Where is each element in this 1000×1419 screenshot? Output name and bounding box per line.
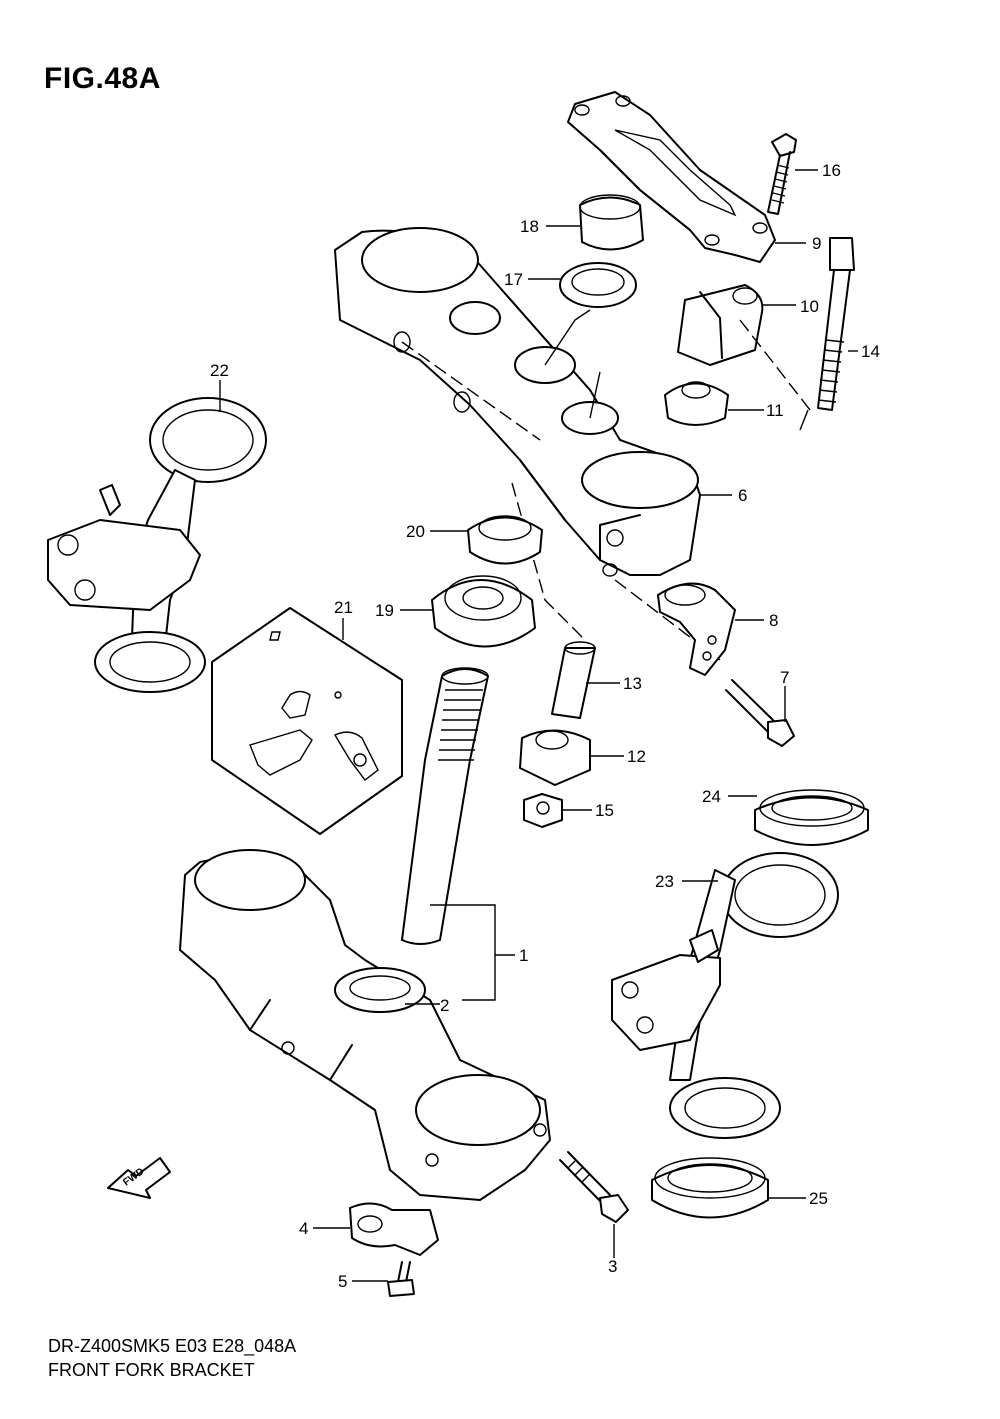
- callout-4: 4: [299, 1219, 308, 1238]
- callout-19: 19: [375, 601, 394, 620]
- callout-2: 2: [440, 996, 449, 1015]
- callout-15: 15: [595, 801, 614, 820]
- part-8-bracket: [657, 582, 736, 676]
- callout-24: 24: [702, 787, 721, 806]
- callout-23: 23: [655, 872, 674, 891]
- part-11-cushion: [664, 381, 729, 426]
- part-19-bearing: [431, 575, 536, 648]
- part-25-seal: [651, 1157, 769, 1219]
- part-15-nut: [523, 793, 563, 828]
- figure-title: FIG.48A: [44, 62, 161, 95]
- part-7-bolt: [725, 679, 795, 747]
- callout-5: 5: [338, 1272, 347, 1291]
- fwd-arrow-icon: FWD: [107, 1157, 171, 1199]
- callout-6: 6: [738, 486, 747, 505]
- callout-14: 14: [861, 342, 880, 361]
- callout-16: 16: [822, 161, 841, 180]
- callout-25: 25: [809, 1189, 828, 1208]
- callout-12: 12: [627, 747, 646, 766]
- part-20-nut: [467, 515, 543, 565]
- part-21-lock-set: [211, 607, 403, 835]
- part-10-bush: [677, 284, 764, 366]
- callout-1: 1: [519, 946, 528, 965]
- part-6-upper-bracket: [334, 227, 701, 577]
- part-17-washer: [559, 262, 637, 308]
- callout-17: 17: [504, 270, 523, 289]
- part-name: FRONT FORK BRACKET: [48, 1360, 255, 1380]
- callout-21: 21: [334, 598, 353, 617]
- part-13-collar: [551, 641, 596, 719]
- callout-9: 9: [812, 234, 821, 253]
- part-22-bracket: [47, 397, 267, 693]
- part-9-upper-bracket: [567, 91, 776, 263]
- part-16-bolt: [767, 133, 797, 215]
- callout-8: 8: [769, 611, 778, 630]
- part-18-cap: [579, 194, 644, 251]
- callout-13: 13: [623, 674, 642, 693]
- part-4-clamp: [349, 1202, 439, 1256]
- callout-7: 7: [780, 668, 789, 687]
- callout-10: 10: [800, 297, 819, 316]
- part-5-screw: [387, 1261, 415, 1297]
- callout-3: 3: [608, 1257, 617, 1276]
- part-3-bolt: [559, 1151, 629, 1223]
- part-23-bracket: [611, 852, 839, 1139]
- callout-11: 11: [766, 401, 784, 420]
- callout-20: 20: [406, 522, 425, 541]
- part-1-steering-stem: [401, 667, 489, 945]
- model-code: DR-Z400SMK5 E03 E28_048A: [48, 1336, 297, 1356]
- leader-lines: [219, 169, 858, 1282]
- callout-labels: 1 2 3 4 5 6 7 8 9 10 11 12 13 14 15 16 1…: [210, 161, 880, 1291]
- part-14-long-bolt: [817, 237, 855, 411]
- part-12-bush: [519, 729, 591, 786]
- part-1-lower-bracket: [179, 849, 551, 1201]
- part-24-seal: [754, 789, 869, 846]
- callout-18: 18: [520, 217, 539, 236]
- callout-22: 22: [210, 361, 229, 380]
